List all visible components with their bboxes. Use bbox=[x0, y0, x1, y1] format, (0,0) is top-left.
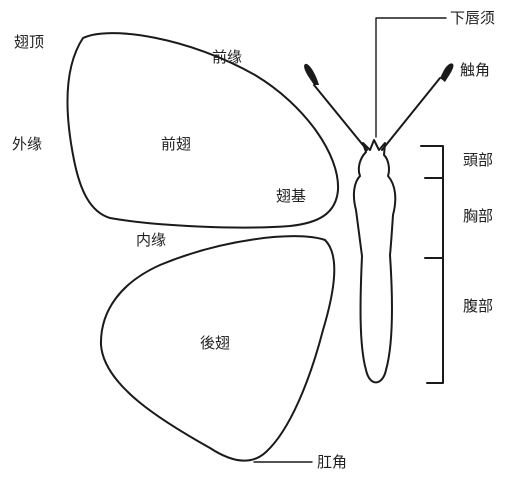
head-label: 頭部 bbox=[463, 152, 493, 168]
anal-angle-label: 肛角 bbox=[317, 454, 347, 470]
inner-margin-label: 内缘 bbox=[136, 232, 166, 248]
left-antenna-club-icon bbox=[304, 64, 319, 85]
abdomen-label: 腹部 bbox=[463, 298, 493, 314]
hindwing-label: 後翅 bbox=[200, 335, 230, 351]
butterfly-body bbox=[354, 140, 395, 382]
outer-margin-label: 外缘 bbox=[12, 136, 42, 152]
front-margin-label: 前缘 bbox=[212, 49, 242, 65]
body-section-bracket bbox=[421, 146, 443, 383]
wing-base-label: 翅基 bbox=[276, 188, 306, 204]
thorax-label: 胸部 bbox=[463, 208, 493, 224]
forewing-label: 前翅 bbox=[161, 136, 191, 152]
antenna-label: 触角 bbox=[460, 62, 490, 78]
right-antenna bbox=[382, 78, 440, 150]
labial-palp-label: 下唇须 bbox=[450, 10, 495, 26]
right-antenna-club-icon bbox=[440, 63, 453, 82]
wing-apex-label: 翅顶 bbox=[14, 34, 44, 50]
labial-palp-leader bbox=[376, 18, 446, 137]
